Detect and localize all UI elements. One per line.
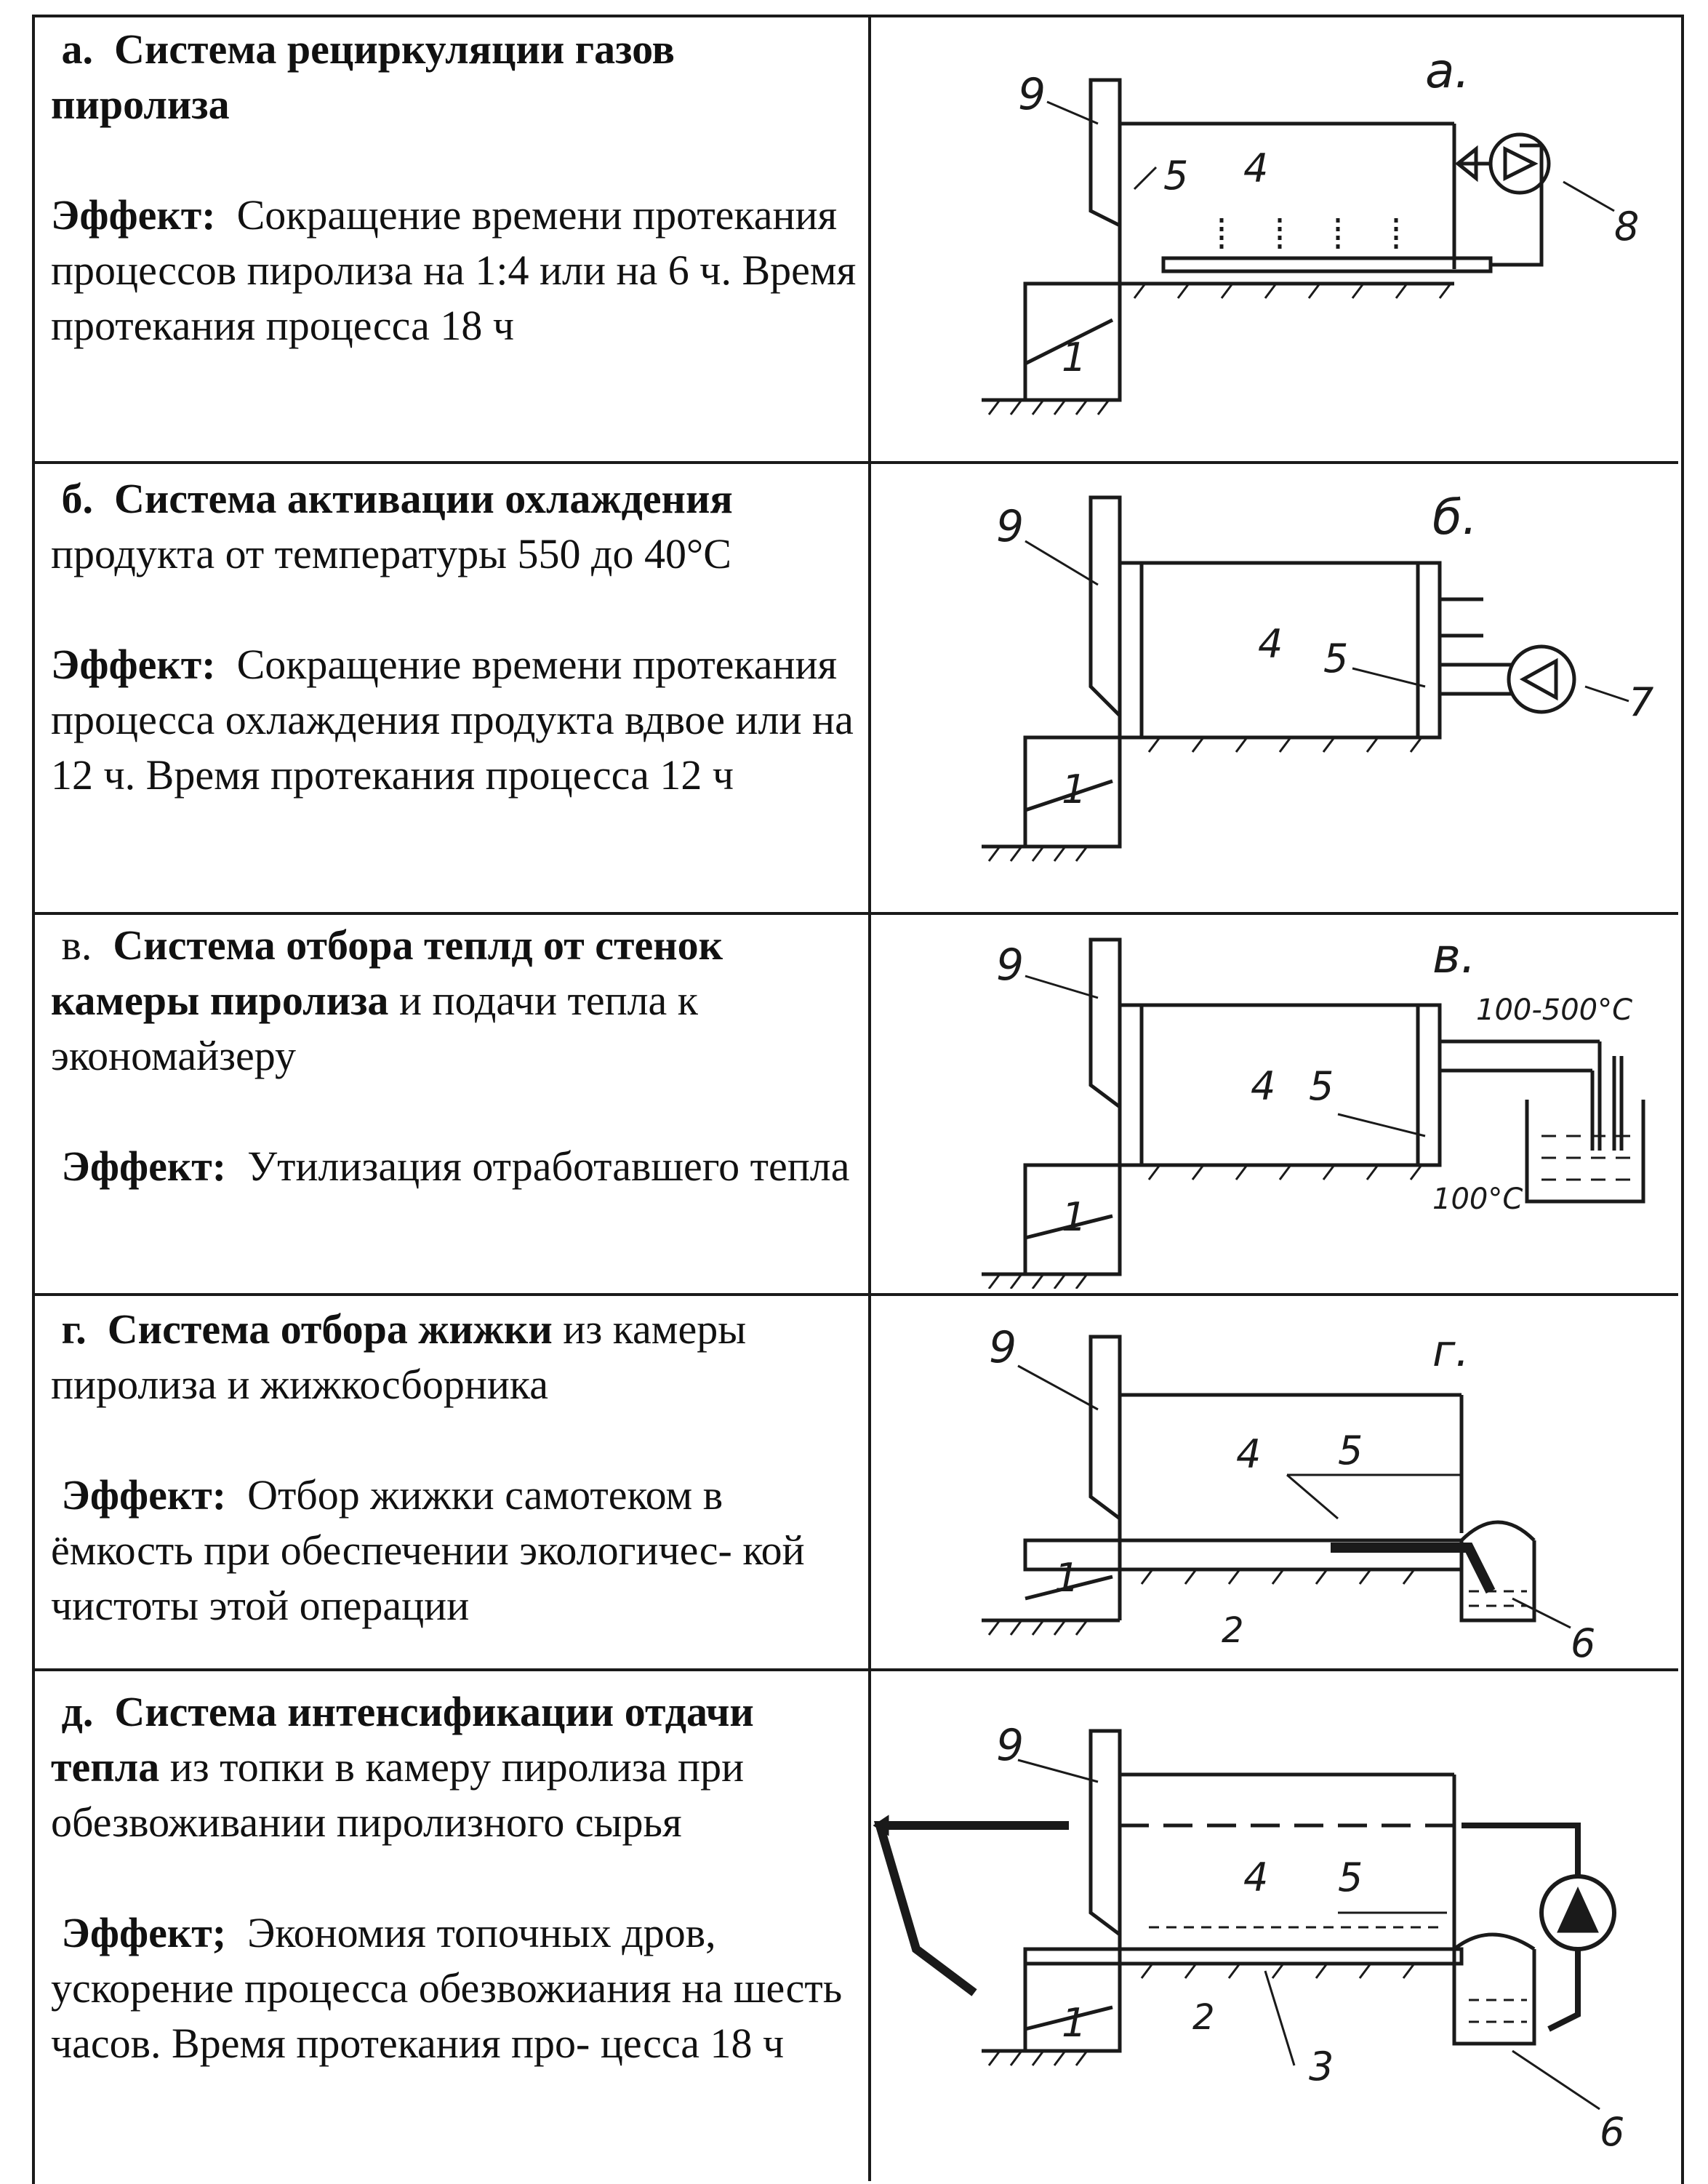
label-7: 7 — [1629, 679, 1653, 725]
label-5: 5 — [1338, 1855, 1363, 1900]
label-6: 6 — [1600, 2109, 1624, 2155]
label-8: 8 — [1614, 204, 1639, 249]
row-d-text: г. Система отбора жижки из камеры пироли… — [51, 1305, 805, 1629]
label-9: 9 — [989, 1322, 1017, 1373]
label-4: 4 — [1243, 1855, 1268, 1900]
label-9: 9 — [996, 1720, 1024, 1771]
row-b-text: б. Система активации охлаждения продукта… — [51, 475, 854, 799]
label-5: 5 — [1309, 1063, 1334, 1109]
label-9: 9 — [996, 940, 1024, 991]
table-row — [32, 1293, 1678, 1671]
temperature-label-bottom: 100°С — [1432, 1183, 1523, 1216]
label-9: 9 — [1018, 69, 1046, 120]
figure-c: 9 4 5 1 в. 100-500°С 100°С — [982, 928, 1645, 1289]
table-row — [32, 912, 1678, 1296]
label-9: 9 — [996, 501, 1024, 552]
label-3: 3 — [1309, 2044, 1334, 2089]
label-1: 1 — [1062, 767, 1086, 812]
label-1: 1 — [1062, 2000, 1086, 2046]
label-4: 4 — [1251, 1063, 1275, 1109]
label-1: 1 — [1062, 335, 1086, 380]
label-2: 2 — [1222, 1610, 1244, 1651]
label-4: 4 — [1243, 145, 1268, 191]
figure-a: 9 5 4 8 1 а. — [982, 43, 1639, 415]
column-divider — [868, 15, 871, 2181]
figure-letter: а. — [1425, 43, 1470, 99]
row-e-text: д. Система интенсификации отдачи тепла и… — [51, 1688, 843, 2067]
figure-b: 9 4 5 7 1 б. — [982, 489, 1653, 862]
figure-e: 9 4 5 1 2 3 6 — [873, 1720, 1624, 2155]
label-4: 4 — [1258, 621, 1283, 667]
figure-letter: б. — [1432, 489, 1478, 545]
figure-letter: в. — [1432, 928, 1476, 984]
figure-d: 9 4 5 1 2 6 г. — [982, 1322, 1595, 1664]
figure-letter: г. — [1432, 1326, 1470, 1377]
label-5: 5 — [1338, 1428, 1363, 1473]
row-c-text: в. Система отбора теплд от стенок камеры… — [51, 921, 850, 1190]
label-1: 1 — [1062, 1194, 1086, 1240]
label-5: 5 — [1323, 636, 1348, 681]
label-5: 5 — [1163, 153, 1188, 199]
label-2: 2 — [1192, 1997, 1215, 2038]
table-row — [32, 15, 1678, 464]
temperature-label-top: 100-500°С — [1476, 993, 1632, 1027]
label-1: 1 — [1054, 1555, 1079, 1601]
label-4: 4 — [1236, 1431, 1261, 1477]
table-row — [32, 461, 1678, 915]
row-a-text: а. Система рециркуляции газов пиролиза Э… — [51, 25, 857, 349]
table-frame — [32, 15, 1684, 2184]
label-6: 6 — [1571, 1620, 1595, 1664]
